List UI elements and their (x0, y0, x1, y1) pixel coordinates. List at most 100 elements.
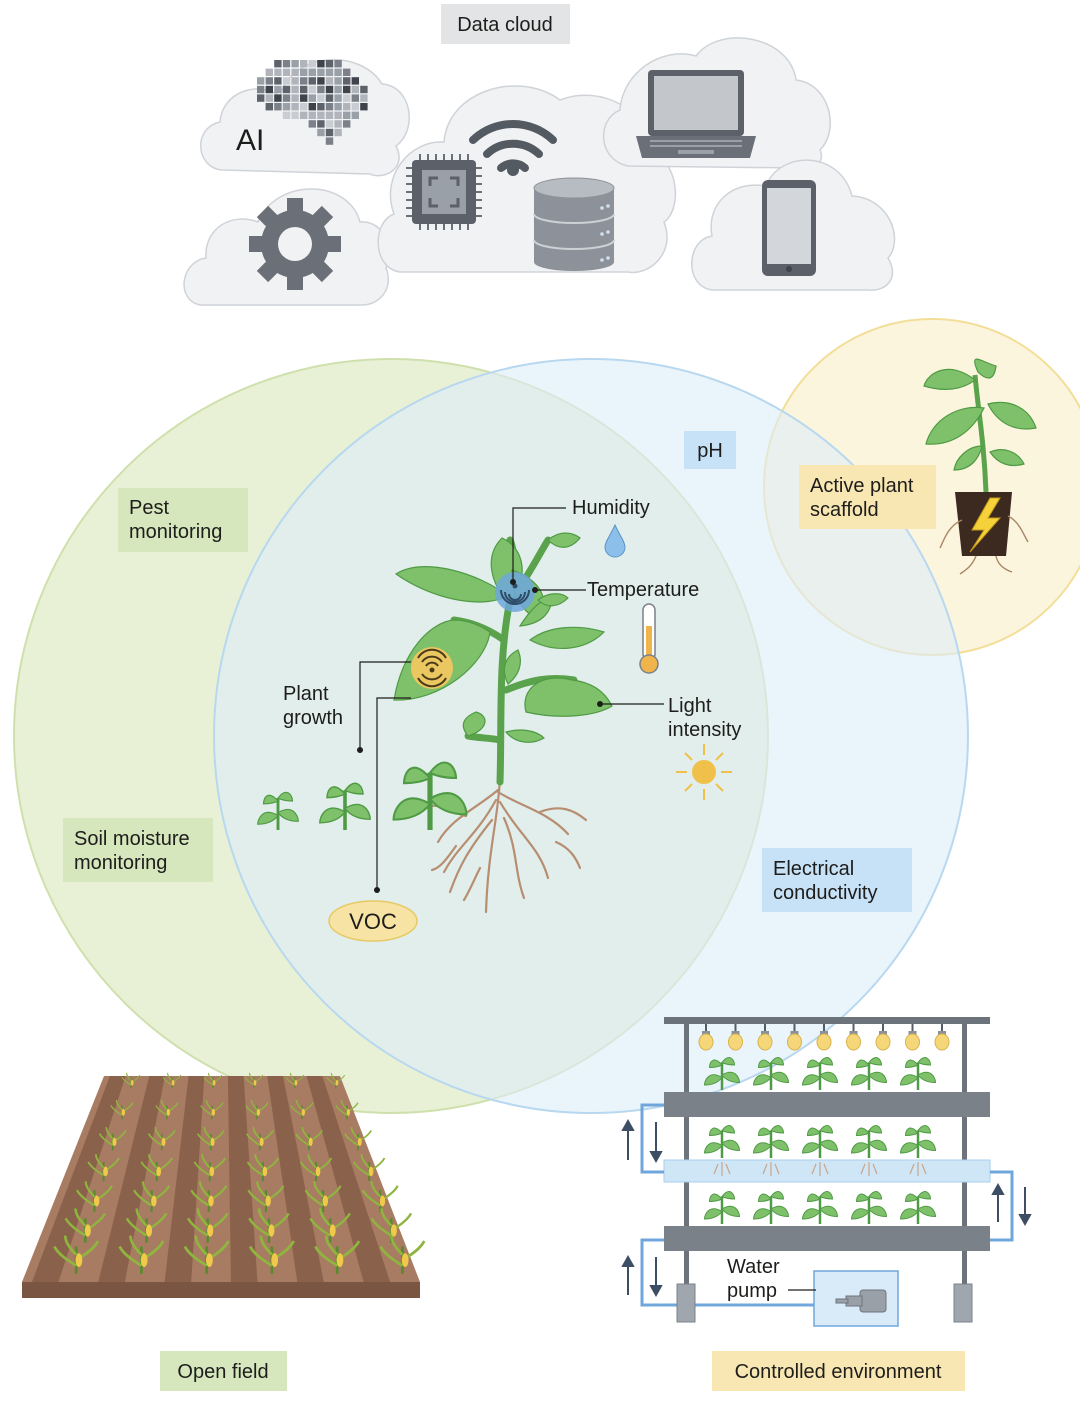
open-field-label: Open field (177, 1361, 268, 1383)
crop-plant (75, 1181, 113, 1212)
data-cloud-title: Data cloud (457, 14, 553, 36)
shelf-plant (899, 1056, 937, 1092)
crop-plant (140, 1154, 173, 1182)
active-plant-scaffold-box (799, 465, 936, 529)
brain-pixel (300, 77, 308, 85)
brain-pixel (325, 103, 334, 111)
light-leader-dot (597, 701, 603, 707)
brain-pixel (308, 103, 316, 111)
crop-plant (247, 1181, 285, 1212)
brain-pixel (343, 111, 351, 119)
brain-pixel (360, 85, 368, 94)
shelf-plant (703, 1190, 741, 1226)
plant-growth-label-1: Plant (283, 683, 329, 705)
controlled-environment-illustration (621, 1017, 1032, 1327)
brain-pixel (317, 111, 325, 119)
ph-label: pH (697, 440, 723, 462)
hydroponic-root (909, 1162, 927, 1176)
brain-pixel (300, 103, 308, 111)
brain-pixel (265, 94, 273, 102)
crop-plant (53, 1235, 100, 1274)
pest-monitoring-box (118, 488, 248, 552)
crop-plant (196, 1127, 225, 1151)
crop-plant (299, 1154, 333, 1182)
brain-pixel (282, 60, 291, 68)
brain-pixel (325, 128, 334, 137)
pest-monitoring-label-2: monitoring (129, 521, 222, 543)
crop-plant (133, 1181, 171, 1212)
shelf-plant (801, 1056, 839, 1092)
electrical-conductivity-label-1: Electrical (773, 858, 854, 880)
smartphone-icon (762, 180, 816, 276)
brain-pixel (300, 60, 308, 68)
brain-pixel (334, 128, 342, 137)
crop-plant (118, 1235, 165, 1274)
crop-plant (246, 1154, 280, 1182)
brain-pixel (334, 85, 342, 94)
brain-pixel (317, 68, 325, 76)
crop-plant (162, 1072, 182, 1089)
plant-growth-label-2: growth (283, 707, 343, 729)
brain-pixel (300, 68, 308, 76)
brain-pixel (274, 85, 282, 94)
field-furrow (227, 1076, 258, 1282)
shelf-plant (752, 1124, 790, 1160)
shelf-plant (899, 1190, 937, 1226)
thermometer-icon (639, 603, 659, 674)
brain-pixel (257, 85, 265, 94)
brain-pixel (343, 68, 351, 76)
brain-pixel (265, 103, 273, 111)
brain-pixel (282, 111, 291, 119)
crop-plant (314, 1235, 361, 1274)
brain-pixel (274, 77, 282, 85)
brain-pixel (343, 103, 351, 111)
crop-plant (193, 1154, 227, 1182)
humidity-sensor (495, 572, 535, 612)
brain-pixel (274, 60, 282, 68)
grow-light-bulb (934, 1023, 950, 1051)
electrical-conductivity-box (762, 848, 912, 912)
light-intensity-label-1: Light (668, 695, 712, 717)
crop-plant (335, 1099, 359, 1120)
brain-pixel (317, 94, 325, 102)
brain-pixel (274, 94, 282, 102)
crop-plant (98, 1127, 127, 1151)
crop-plant (379, 1235, 426, 1274)
brain-pixel (334, 68, 342, 76)
brain-pixel (282, 85, 291, 94)
crop-plant (64, 1208, 107, 1243)
brain-pixel (351, 111, 359, 119)
crop-plant (190, 1181, 228, 1212)
crop-plant (344, 1127, 372, 1151)
soil-moisture-label-1: Soil moisture (74, 828, 190, 850)
brain-pixel (334, 111, 342, 119)
brain-pixel (351, 94, 359, 102)
crop-plant (245, 1127, 274, 1151)
electrical-conductivity-label-2: conductivity (773, 882, 878, 904)
light-intensity-label-2: intensity (668, 719, 741, 741)
brain-pixel (343, 77, 351, 85)
crop-plant (290, 1099, 314, 1120)
crop-plant (87, 1154, 120, 1182)
brain-pixel (291, 103, 299, 111)
brain-pixel (325, 60, 334, 68)
brain-pixel (291, 60, 299, 68)
active-plant-scaffold-label-2: scaffold (810, 499, 879, 521)
brain-pixel (317, 60, 325, 68)
controlled-environment-label: Controlled environment (735, 1361, 942, 1383)
field-furrow (267, 1076, 324, 1282)
laptop-icon (636, 70, 756, 158)
brain-pixel (343, 94, 351, 102)
voc-leader-dot (374, 887, 380, 893)
ai-label: AI (236, 124, 264, 157)
crop-plant (295, 1127, 323, 1151)
plant-growth-leader (359, 661, 411, 750)
brain-pixel (351, 77, 359, 85)
water-pump-label-2: pump (727, 1280, 777, 1302)
brain-pixel (308, 85, 316, 94)
brain-pixel (343, 85, 351, 94)
brain-pixel (308, 94, 316, 102)
brain-icon (257, 60, 368, 145)
data-cloud-title-box (441, 4, 570, 44)
